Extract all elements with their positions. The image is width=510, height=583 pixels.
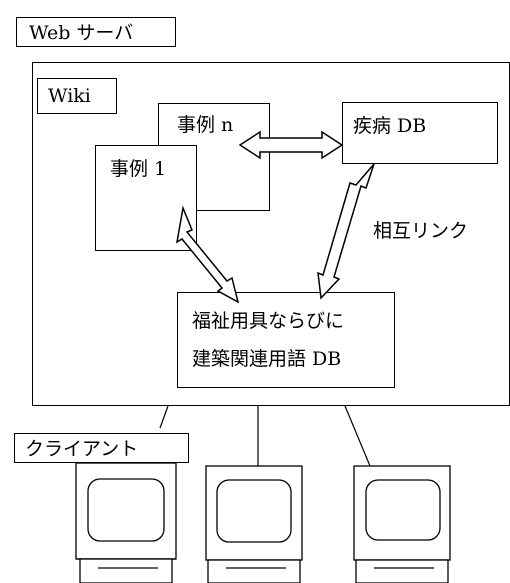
client-computer-3 bbox=[353, 465, 451, 583]
welfare-db-label-line1: 福祉用具ならびに bbox=[192, 310, 345, 332]
disease-db-label: 疾病 DB bbox=[353, 115, 427, 137]
arrow-case-1-welfare-db bbox=[175, 205, 240, 304]
client-computer-2 bbox=[205, 465, 303, 583]
case-1-label: 事例 1 bbox=[110, 158, 167, 180]
welfare-db-label-line2: 建築関連用語 DB bbox=[192, 348, 342, 370]
client-label: クライアント bbox=[25, 438, 139, 460]
disease-db-box: 疾病 DB bbox=[342, 102, 498, 164]
web-server-label-box: Web サーバ bbox=[16, 17, 176, 47]
wiki-label-box: Wiki bbox=[37, 78, 117, 114]
welfare-building-db-box: 福祉用具ならびに 建築関連用語 DB bbox=[177, 292, 395, 388]
wiki-label: Wiki bbox=[48, 85, 91, 107]
connector-line-left bbox=[159, 405, 169, 429]
mutual-link-label: 相互リンク bbox=[373, 220, 469, 242]
client-label-box: クライアント bbox=[14, 433, 189, 463]
client-computer-1 bbox=[75, 462, 177, 583]
case-n-label: 事例 n bbox=[177, 114, 234, 136]
arrow-case-n-disease-db bbox=[238, 130, 344, 160]
arrow-disease-db-welfare-db bbox=[317, 163, 375, 300]
web-server-label: Web サーバ bbox=[29, 22, 134, 44]
connector-line-right bbox=[344, 405, 371, 467]
